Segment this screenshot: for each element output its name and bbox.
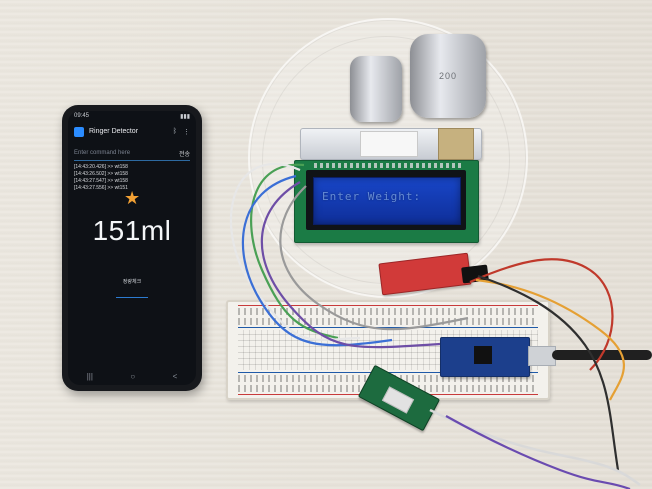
lcd-text: Enter Weight: xyxy=(322,190,422,203)
large-weight-label: 200 xyxy=(438,71,458,81)
strain-gauge xyxy=(360,131,418,157)
log-line: [14:43:27.547] >> wt158 xyxy=(74,178,128,184)
android-nav-bar: ||| ○ < xyxy=(68,367,196,385)
breadboard-top-rail xyxy=(238,308,538,315)
more-icon[interactable]: ⋮ xyxy=(183,129,190,136)
send-button[interactable]: 전송 xyxy=(178,151,190,158)
log-line: [14:43:26.502] >> wt158 xyxy=(74,171,128,177)
app-header: Ringer Detector ᛒ ⋮ xyxy=(68,121,196,143)
phone-screen: 09:45 ▮▮▮ Ringer Detector ᛒ ⋮ Enter comm… xyxy=(68,111,196,385)
app-titles: Ringer Detector xyxy=(89,128,138,135)
log-line: [14:43:20.426] >> wt158 xyxy=(74,164,128,170)
home-button[interactable]: ○ xyxy=(130,371,136,381)
command-input[interactable]: Enter command here xyxy=(74,150,131,156)
hx711-pin-header xyxy=(461,264,489,284)
breadboard-top-red-line xyxy=(238,305,538,306)
command-row: Enter command here 전송 xyxy=(74,146,190,161)
status-bar: 09:45 ▮▮▮ xyxy=(68,111,196,121)
status-time: 09:45 xyxy=(74,113,90,119)
log-line: [14:43:27.556] >> wt151 xyxy=(74,185,128,191)
smartphone: 09:45 ▮▮▮ Ringer Detector ᛒ ⋮ Enter comm… xyxy=(62,105,202,391)
status-icons: ▮▮▮ xyxy=(180,113,190,120)
header-icons: ᛒ ⋮ xyxy=(173,128,190,136)
lcd-pin-header xyxy=(314,163,464,168)
breadboard-top-rail-2 xyxy=(238,318,538,325)
large-weight: 200 xyxy=(410,34,486,118)
app-title: Ringer Detector xyxy=(89,128,139,136)
usb-cable xyxy=(552,350,652,360)
measure-underline xyxy=(116,297,148,298)
volume-reading: 151ml xyxy=(92,215,172,246)
back-button[interactable]: < xyxy=(172,371,178,381)
star-icon: ★ xyxy=(124,188,141,208)
breadboard-top-blue-line xyxy=(238,327,538,328)
nano-microcontroller xyxy=(474,346,492,364)
app-icon xyxy=(74,127,84,137)
bluetooth-icon[interactable]: ᛒ xyxy=(172,128,177,135)
serial-log: [14:43:20.426] >> wt158 [14:43:26.502] >… xyxy=(68,161,196,192)
recent-apps-button[interactable]: ||| xyxy=(86,371,93,381)
small-weight xyxy=(350,56,402,122)
measure-button[interactable]: 정량체크 xyxy=(122,279,142,285)
load-cell-clamp xyxy=(438,128,474,160)
